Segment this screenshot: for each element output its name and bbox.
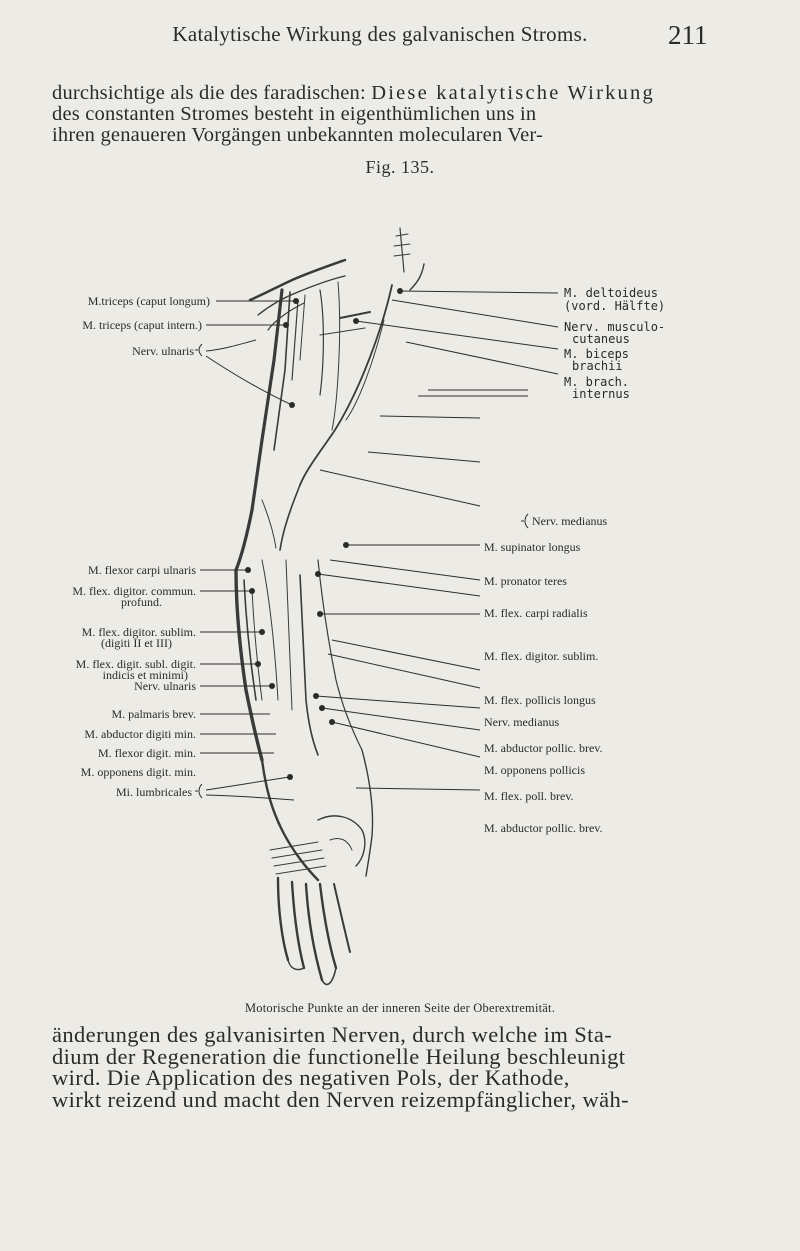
text-line: durchsichtige als die des faradischen: D… [52, 82, 752, 104]
label-flex-digitor-commun: M. flex. digitor. commun. [72, 584, 196, 598]
motor-point [353, 318, 359, 324]
label-braces [195, 343, 529, 799]
label-flex-pollicis-longus: M. flex. pollicis longus [484, 693, 596, 707]
figure-caption: Motorische Punkte an der inneren Seite d… [244, 1001, 556, 1015]
page-number: 211 [668, 20, 708, 50]
motor-points [245, 288, 403, 780]
label-triceps-intern: M. triceps (caput intern.) [82, 318, 202, 332]
motor-point [269, 683, 275, 689]
motor-point [293, 298, 299, 304]
motor-point [249, 588, 255, 594]
label-lumbricales: Mi. lumbricales [116, 785, 192, 799]
text-line: dium der Regeneration die functionelle H… [52, 1043, 626, 1069]
label-nerv-ulnaris-lower: Nerv. ulnaris [134, 679, 196, 693]
left-label-group: M.triceps (caput longum) M. triceps (cap… [72, 294, 210, 799]
running-head: Katalytische Wirkung des galvanischen St… [0, 12, 800, 52]
label-brach-internus-2: internus [572, 387, 630, 401]
label-biceps-2: brachii [572, 359, 623, 373]
motor-point [283, 322, 289, 328]
label-abductor-pollic-brev-1: M. abductor pollic. brev. [484, 741, 603, 755]
label-nerv-ulnaris-upper: Nerv. ulnaris [132, 344, 194, 358]
label-musculocutaneus: Nerv. musculo- [564, 320, 665, 334]
label-flex-digit-subl-2: indicis et minimi) [103, 668, 188, 682]
leader-lines [200, 290, 559, 801]
label-abductor-digiti-min: M. abductor digiti min. [84, 727, 196, 741]
label-supinator-longus: M. supinator longus [484, 540, 581, 554]
text-line-emphasis: Diese katalytische Wirkung [371, 82, 655, 104]
label-flex-poll-brev: M. flex. poll. brev. [484, 789, 574, 803]
text-line: ihren genaueren Vorgängen unbekannten mo… [52, 124, 544, 146]
label-flex-digitor-commun-2: profund. [121, 595, 162, 609]
label-palmaris-brev: M. palmaris brev. [111, 707, 196, 721]
label-brach-internus: M. brach. [564, 375, 629, 389]
arm-illustration [234, 227, 425, 986]
label-musculocutaneus-2: cutaneus [572, 332, 630, 346]
motor-point [259, 629, 265, 635]
label-pronator-teres: M. pronator teres [484, 574, 567, 588]
motor-point [329, 719, 335, 725]
label-opponens-pollicis: M. opponens pollicis [484, 763, 585, 777]
motor-point [343, 542, 349, 548]
label-biceps: M. biceps [564, 347, 629, 361]
running-title: Katalytische Wirkung des galvanischen St… [172, 22, 588, 46]
label-nerv-medianus-lower: Nerv. medianus [484, 715, 560, 729]
motor-point [313, 693, 319, 699]
text-line-plain: durchsichtige als die des faradischen: [52, 82, 372, 104]
text-line: des constanten Stromes besteht in eigent… [52, 103, 537, 125]
motor-point [289, 402, 295, 408]
motor-point [397, 288, 403, 294]
label-flex-digitor-sublim: M. flex. digitor. sublim. [82, 625, 196, 639]
text-line: änderungen des galvanisirten Nerven, dur… [52, 1022, 613, 1047]
label-deltoideus: M. deltoideus [564, 286, 658, 300]
label-flex-digitor-sublim-2: (digiti II et III) [101, 636, 172, 650]
label-abductor-pollic-brev-2: M. abductor pollic. brev. [484, 821, 603, 835]
text-line: wirkt reizend und macht den Nerven reize… [52, 1086, 630, 1112]
label-triceps-longum: M.triceps (caput longum) [88, 294, 210, 308]
label-nerv-medianus-upper: Nerv. medianus [532, 514, 608, 528]
label-flexor-carpi-ulnaris: M. flexor carpi ulnaris [88, 563, 196, 577]
text-line: wird. Die Application des negativen Pols… [52, 1065, 570, 1090]
label-opponens-digit-min: M. opponens digit. min. [81, 765, 196, 779]
anatomical-figure: M.triceps (caput longum) M. triceps (cap… [72, 227, 665, 986]
label-flexor-digit-min: M. flexor digit. min. [98, 746, 196, 760]
label-flex-digitor-sublim-right: M. flex. digitor. sublim. [484, 649, 598, 663]
motor-point [319, 705, 325, 711]
motor-point [255, 661, 261, 667]
body-text-top: durchsichtige als die des faradischen: D… [52, 82, 752, 146]
motor-point [315, 571, 321, 577]
label-flex-carpi-radialis: M. flex. carpi radialis [484, 606, 588, 620]
body-text-bottom: änderungen des galvanisirten Nerven, dur… [52, 1024, 752, 1110]
right-label-group: M. deltoideus (vord. Hälfte) Nerv. muscu… [484, 286, 665, 835]
label-deltoideus-2: (vord. Hälfte) [564, 299, 665, 313]
label-flex-digit-subl: M. flex. digit. subl. digit. [76, 657, 196, 671]
motor-point [287, 774, 293, 780]
figure-label: Fig. 135. [365, 157, 435, 177]
motor-point [245, 567, 251, 573]
motor-point [317, 611, 323, 617]
